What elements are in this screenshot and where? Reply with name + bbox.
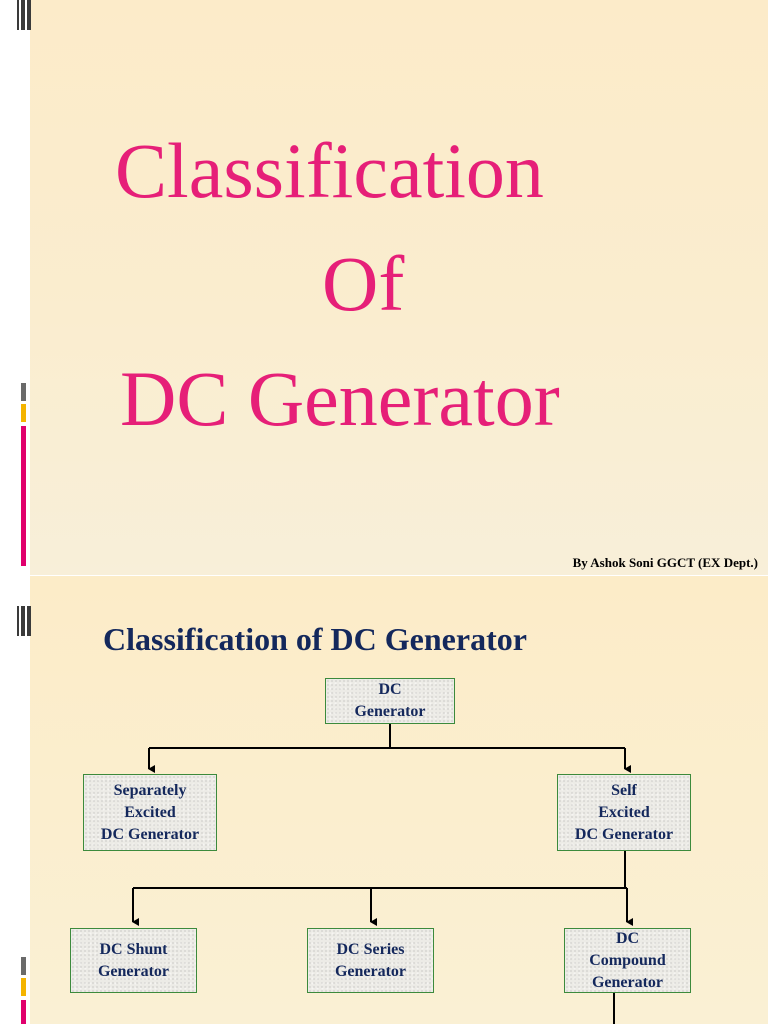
accent-strip-yellow [21,978,26,996]
title-slide: Classification Of DC Generator By Ashok … [0,0,768,575]
slide-margin [0,576,30,1024]
decorative-bars [17,606,31,636]
classification-slide: Classification of DC Generator DC Genera… [0,576,768,1024]
node-dc-shunt: DC Shunt Generator [70,928,197,993]
node-dc-generator: DC Generator [325,678,455,724]
accent-strip-magenta [21,1000,26,1024]
title-line-3: DC Generator [120,355,560,442]
accent-strip-gray [21,383,26,401]
accent-strip-magenta [21,426,26,566]
accent-strip-gray [21,957,26,975]
node-separately-excited: Separately Excited DC Generator [83,774,217,851]
title-line-1: Classification [115,127,544,214]
diagram-title: Classification of DC Generator [103,621,527,657]
accent-strip-yellow [21,404,26,422]
title-line-2: Of [322,240,405,327]
author-byline: By Ashok Soni GGCT (EX Dept.) [572,555,758,570]
node-dc-compound: DC Compound Generator [564,928,691,993]
tree-connectors [132,724,633,1024]
node-self-excited: Self Excited DC Generator [557,774,691,851]
decorative-bars [17,0,31,30]
node-dc-series: DC Series Generator [307,928,434,993]
